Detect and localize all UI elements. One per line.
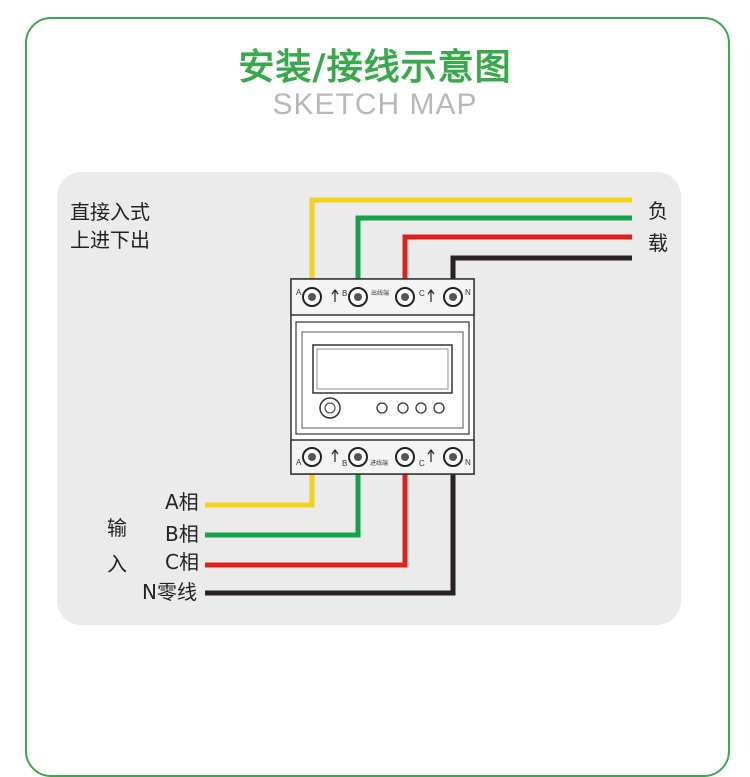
load-label-2: 载 xyxy=(648,231,668,255)
lcd-display xyxy=(312,344,453,394)
wire-input-n xyxy=(205,473,456,596)
terminal-bottom-letter-a: A xyxy=(296,458,302,467)
wire-input-b xyxy=(205,473,361,538)
arrow-up-icon xyxy=(331,449,339,462)
bottom-terminals: A B C N 进线端 xyxy=(296,447,471,468)
terminal-bottom-letter-n: N xyxy=(465,458,471,467)
indicator-light-3 xyxy=(415,402,427,414)
page-subtitle: SKETCH MAP xyxy=(272,88,478,121)
terminal-top-letter-c: C xyxy=(419,289,425,298)
wire-load-c xyxy=(402,234,632,280)
wire-input-c xyxy=(205,473,408,568)
indicator-light-2 xyxy=(397,402,409,414)
inlet-terminal-note: 进线端 xyxy=(370,459,388,467)
terminal-bottom-letter-c: C xyxy=(419,459,425,468)
outlet-terminal-note: 出线端 xyxy=(371,289,389,297)
top-terminals: A B C N 出线端 xyxy=(296,287,471,307)
indicator-light-4 xyxy=(433,402,445,414)
wire-input-a xyxy=(205,473,315,508)
phase-c-label: C相 xyxy=(165,550,199,574)
mode-label-line2: 上进下出 xyxy=(70,228,150,252)
load-label-1: 负 xyxy=(648,199,668,223)
terminal-top-letter-a: A xyxy=(296,288,302,297)
arrow-up-icon xyxy=(331,289,339,302)
arrow-up-icon xyxy=(427,449,435,462)
input-label-1: 输 xyxy=(107,516,127,540)
page-title: 安装/接线示意图 xyxy=(238,47,512,88)
indicator-light-1 xyxy=(376,402,388,414)
arrow-up-icon xyxy=(427,289,435,302)
terminal-top-letter-b: B xyxy=(342,289,347,298)
wiring-diagram: 直接入式 上进下出 负 载 输 入 A相 B相 C相 N零线 xyxy=(70,197,668,604)
neutral-label: N零线 xyxy=(142,580,197,604)
wire-load-n xyxy=(450,255,632,280)
phase-b-label: B相 xyxy=(165,522,199,546)
terminal-bottom-letter-b: B xyxy=(342,459,347,468)
terminal-top-letter-n: N xyxy=(465,288,471,297)
mode-label-line1: 直接入式 xyxy=(70,200,150,224)
wire-load-a xyxy=(309,197,632,280)
wire-load-b xyxy=(355,215,632,280)
energy-meter xyxy=(290,278,475,475)
input-label-2: 入 xyxy=(107,552,127,576)
phase-a-label: A相 xyxy=(165,490,199,514)
